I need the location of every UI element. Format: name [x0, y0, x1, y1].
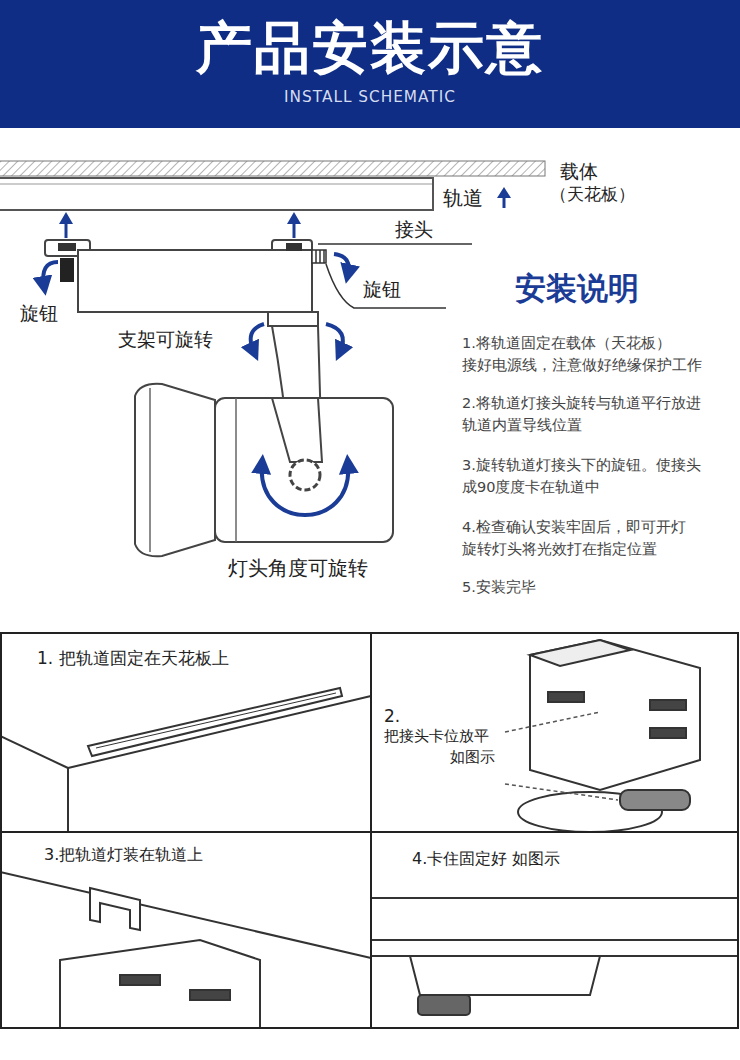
knob	[60, 258, 74, 282]
panel-art	[0, 688, 371, 832]
part-label: 旋钮	[20, 302, 58, 325]
up-arrow-head	[59, 212, 73, 224]
instruction-step: 5.安装完毕	[462, 576, 734, 598]
lamp-band	[235, 398, 237, 542]
panel-art	[518, 640, 700, 832]
leader-line	[318, 243, 472, 245]
rotate-arrow	[326, 324, 343, 352]
part-label: 载体	[560, 160, 598, 183]
rotate-arrow	[334, 254, 349, 274]
contact	[286, 243, 302, 251]
part-label: 旋钮	[363, 278, 401, 301]
part-label: （天花板）	[550, 184, 635, 204]
contact	[58, 243, 76, 251]
step-caption: 3.把轨道灯装在轨道上	[44, 845, 203, 864]
step-caption: 1. 把轨道固定在天花板上	[37, 648, 229, 668]
track-slot	[0, 184, 432, 185]
panel-art	[0, 872, 371, 1028]
rotate-arrow	[262, 464, 349, 515]
page-title: 产品安装示意	[0, 14, 740, 81]
step-caption: 如图示	[450, 748, 495, 766]
up-arrow-head	[497, 187, 511, 198]
instruction-step: 2.将轨道灯接头旋转与轨道平行放进 轨道内置导线位置	[462, 392, 734, 436]
up-arrow-head	[287, 212, 301, 224]
lamp-body	[215, 398, 393, 542]
bracket	[268, 312, 318, 326]
lamp-rim	[149, 388, 151, 552]
ceiling	[0, 161, 545, 176]
instruction-step: 4.检查确认安装牢固后，即可开灯 旋转灯头将光效打在指定位置	[462, 516, 734, 560]
step-panel: 4.卡住固定好 如图示	[370, 831, 739, 1029]
up-arrow	[293, 222, 296, 238]
instruction-step: 3.旋转轨道灯接头下的旋钮。使接头 成90度度卡在轨道中	[462, 454, 734, 498]
knob	[312, 250, 326, 263]
leader-line	[326, 264, 446, 308]
dashed-leader	[505, 712, 618, 800]
instruction-step: 1.将轨道固定在载体（天花板） 接好电源线，注意做好绝缘保护工作	[462, 332, 734, 376]
bracket-arm	[272, 398, 322, 462]
step-caption: 把接头卡位放平	[384, 727, 489, 745]
panel-art	[371, 898, 738, 1015]
track	[0, 178, 433, 210]
step-panel: 3.把轨道灯装在轨道上	[0, 831, 372, 1029]
step-caption: 4.卡住固定好 如图示	[412, 849, 560, 868]
feature-label: 支架可旋转	[118, 328, 213, 351]
part-label: 轨道	[443, 186, 483, 210]
step-panel: 1. 把轨道固定在天花板上	[0, 632, 372, 833]
feature-label: 灯头角度可旋转	[228, 556, 368, 580]
header-band: INSTALL SCHEMATIC 产品安装示意	[0, 0, 740, 128]
subtitle: INSTALL SCHEMATIC	[0, 88, 740, 106]
pivot	[290, 460, 320, 490]
rotate-arrow	[43, 262, 58, 286]
section-heading: 安装说明	[515, 270, 639, 307]
adapter	[45, 240, 312, 312]
rotate-arrow	[251, 324, 264, 352]
step-number: 2.	[384, 706, 400, 726]
up-arrow	[65, 222, 68, 238]
step-panel: 2.把接头卡位放平如图示	[370, 632, 739, 833]
lamp-front	[135, 384, 215, 557]
part-label: 接头	[395, 218, 433, 241]
